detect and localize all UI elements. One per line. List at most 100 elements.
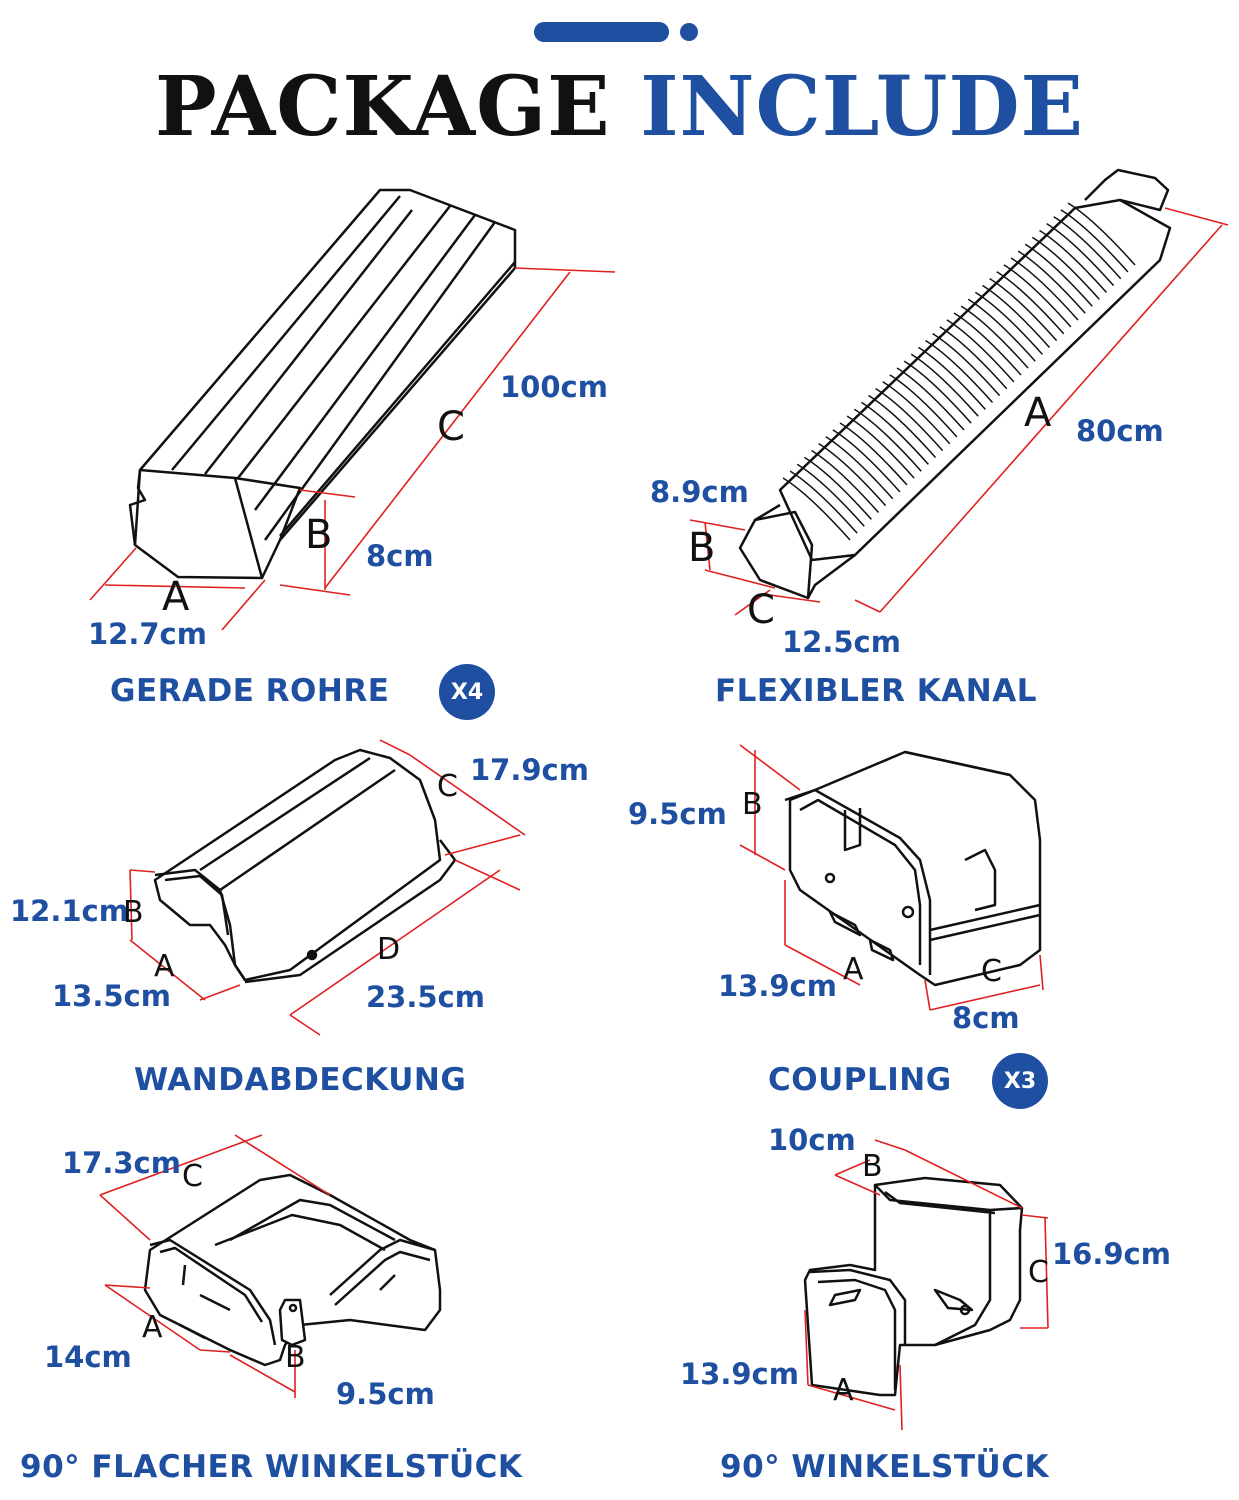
straight-duct-caption: GERADE ROHRE bbox=[110, 673, 390, 709]
page-title: PACKAGE INCLUDE bbox=[0, 62, 1239, 152]
flexible-duct-rib bbox=[1017, 250, 1086, 314]
straight-duct-dim-b-value: 8cm bbox=[366, 539, 434, 573]
coupling-caption: COUPLING bbox=[768, 1062, 952, 1098]
flexible-duct-rib bbox=[1039, 229, 1108, 293]
flat-elbow-dim-a-letter: A bbox=[142, 1310, 163, 1345]
coupling-dim-b-letter: B bbox=[742, 787, 763, 822]
flexible-duct-rib bbox=[853, 408, 922, 472]
flexible-duct-rib bbox=[803, 456, 872, 520]
wall-cover-dim-d-letter: D bbox=[377, 932, 401, 967]
flexible-duct-rib bbox=[875, 387, 944, 452]
straight-duct-dim-c-value: 100cm bbox=[500, 370, 608, 404]
coupling-dimension-lines bbox=[739, 744, 1044, 1011]
flexible-duct-rib bbox=[811, 449, 880, 513]
flexible-duct-rib bbox=[1031, 236, 1100, 300]
flexible-duct-rib bbox=[925, 339, 994, 403]
flat-elbow-dim-b-letter: B bbox=[285, 1340, 306, 1375]
wall-cover-dimension-lines bbox=[129, 739, 526, 1036]
wall-cover-dim-d-value: 23.5cm bbox=[366, 980, 485, 1014]
flexible-duct-rib bbox=[996, 271, 1065, 335]
flexible-duct-dim-a-value: 80cm bbox=[1076, 414, 1164, 448]
flexible-duct-dim-b-letter: B bbox=[688, 525, 716, 571]
flat-elbow-caption: 90° FLACHER WINKELSTÜCK bbox=[20, 1449, 523, 1485]
straight-duct-dim-c-letter: C bbox=[437, 404, 465, 450]
flexible-duct-rib bbox=[796, 463, 865, 527]
flexible-duct-rib bbox=[1046, 222, 1115, 287]
elbow-dim-c-value: 16.9cm bbox=[1052, 1237, 1171, 1271]
flexible-duct-ribs bbox=[782, 202, 1136, 541]
flexible-duct-rib bbox=[910, 353, 979, 417]
elbow-dimension-lines bbox=[804, 1139, 1049, 1431]
flat-elbow-illustration bbox=[143, 1173, 442, 1367]
straight-duct-illustration bbox=[128, 188, 517, 580]
flexible-duct-rib bbox=[960, 305, 1029, 369]
flexible-duct-rib bbox=[896, 367, 965, 431]
flexible-duct-rib bbox=[989, 277, 1058, 342]
elbow-dim-c-letter: C bbox=[1028, 1255, 1049, 1290]
straight-duct-dim-a-value: 12.7cm bbox=[88, 617, 207, 651]
wall-cover-illustration bbox=[153, 748, 457, 984]
elbow-dim-b-letter: B bbox=[862, 1149, 883, 1184]
elbow-dim-a-value: 13.9cm bbox=[680, 1357, 799, 1391]
flat-elbow-dim-c-value: 17.3cm bbox=[62, 1146, 181, 1180]
wall-cover-dim-a-value: 13.5cm bbox=[52, 979, 171, 1013]
flexible-duct-rib bbox=[889, 374, 958, 438]
flexible-duct-rib bbox=[982, 284, 1051, 348]
coupling-dim-c-letter: C bbox=[981, 954, 1002, 989]
flexible-duct-dim-c-value: 12.5cm bbox=[782, 625, 901, 659]
flexible-duct-rib bbox=[932, 332, 1001, 397]
coupling-illustration bbox=[784, 750, 1042, 987]
flat-elbow-dim-c-letter: C bbox=[182, 1159, 203, 1194]
flexible-duct-rib bbox=[903, 360, 972, 424]
coupling-dim-a-letter: A bbox=[843, 952, 864, 987]
wall-cover-caption: WANDABDECKUNG bbox=[134, 1062, 467, 1098]
elbow-illustration bbox=[803, 1176, 1024, 1397]
flexible-duct-rib bbox=[860, 401, 929, 465]
flexible-duct-rib bbox=[1010, 257, 1079, 321]
wall-cover-dim-a-letter: A bbox=[154, 949, 175, 984]
flexible-duct-rib bbox=[825, 436, 894, 500]
flexible-duct-rib bbox=[1060, 209, 1129, 273]
header-decoration bbox=[534, 22, 714, 44]
flexible-duct-rib bbox=[882, 381, 951, 445]
flexible-duct-rib bbox=[846, 415, 915, 479]
wall-cover-dim-c-value: 17.9cm bbox=[470, 753, 589, 787]
flexible-duct-rib bbox=[1067, 202, 1136, 266]
coupling-dim-b-value: 9.5cm bbox=[628, 797, 727, 831]
flexible-duct-rib bbox=[1003, 264, 1072, 328]
flexible-duct-rib bbox=[839, 422, 908, 486]
flexible-duct-rib bbox=[818, 442, 887, 507]
flat-elbow-dim-a-value: 14cm bbox=[44, 1340, 132, 1374]
flexible-duct-rib bbox=[967, 298, 1036, 362]
flat-elbow-dim-b-value: 9.5cm bbox=[336, 1377, 435, 1411]
coupling-quantity-badge: X3 bbox=[992, 1053, 1048, 1109]
flexible-duct-illustration bbox=[738, 168, 1172, 600]
flexible-duct-dim-a-letter: A bbox=[1024, 390, 1052, 436]
flexible-duct-rib bbox=[939, 326, 1008, 390]
flexible-duct-caption: FLEXIBLER KANAL bbox=[715, 673, 1037, 709]
elbow-caption: 90° WINKELSTÜCK bbox=[720, 1449, 1049, 1485]
title-part-include: INCLUDE bbox=[640, 59, 1085, 155]
flexible-duct-rib bbox=[946, 319, 1015, 383]
straight-duct-dimension-lines bbox=[89, 267, 616, 631]
wall-cover-dim-c-letter: C bbox=[437, 769, 458, 804]
flexible-duct-rib bbox=[917, 346, 986, 410]
decoration-dot bbox=[680, 23, 698, 41]
flexible-duct-rib bbox=[782, 477, 851, 541]
flexible-duct-rib bbox=[953, 312, 1022, 376]
flat-elbow-dimension-lines bbox=[99, 1134, 331, 1398]
flexible-duct-rib bbox=[789, 470, 858, 534]
decoration-bar bbox=[534, 22, 669, 42]
elbow-dim-b-value: 10cm bbox=[768, 1123, 856, 1157]
wall-cover-dim-b-value: 12.1cm bbox=[10, 894, 129, 928]
title-part-package: PACKAGE bbox=[154, 59, 611, 155]
straight-duct-dim-a-letter: A bbox=[162, 574, 190, 620]
elbow-dim-a-letter: A bbox=[833, 1373, 854, 1408]
flexible-duct-dimension-lines bbox=[689, 207, 1229, 616]
flexible-duct-rib bbox=[1053, 216, 1122, 280]
flexible-duct-dim-c-letter: C bbox=[747, 587, 775, 633]
flexible-duct-rib bbox=[1024, 243, 1093, 307]
flexible-duct-rib bbox=[868, 394, 937, 458]
straight-duct-quantity-badge: X4 bbox=[439, 664, 495, 720]
